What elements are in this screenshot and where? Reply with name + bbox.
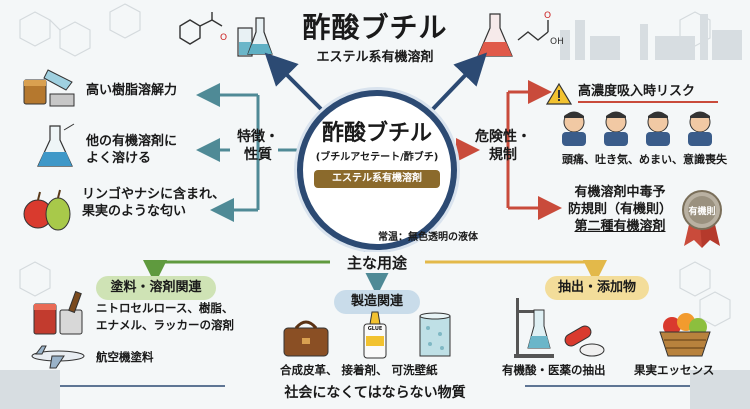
hub-badge: エステル系有機溶剤	[314, 170, 440, 188]
svg-text:O: O	[220, 33, 227, 43]
medicine-extraction-text: 有機酸・医薬の抽出	[502, 363, 606, 377]
regulation-line1: 有機溶剤中毒予	[574, 185, 666, 200]
beakers-icon	[237, 17, 273, 57]
regulation-line3: 第二種有機溶剤	[574, 219, 666, 234]
inhalation-underline	[578, 101, 718, 103]
hub-alias: (ブチルアセテート/酢ブチ)	[315, 152, 439, 163]
glue-tag: GLUE	[367, 326, 383, 332]
flask-icon	[37, 123, 75, 167]
airplane-icon	[31, 345, 85, 369]
paint-cans-icon	[33, 290, 83, 335]
symptom-people-icon	[562, 111, 712, 146]
features-label: 特徴・ 性質	[228, 128, 288, 164]
page-subtitle: エステル系有機溶剤	[316, 50, 434, 65]
paint-solvent-line2: エナメル、ラッカーの溶剤	[96, 318, 234, 332]
molecule-structure-left-icon: O	[179, 12, 227, 45]
risk-label: 危険性・ 規制	[468, 128, 538, 164]
feature-scent-line1: リンゴやナシに含まれ、	[82, 187, 226, 202]
inhalation-risk-title: 高濃度吸入時リスク	[578, 84, 696, 99]
regulation-seal-label: 有機則	[688, 207, 716, 217]
feature-item-scent: リンゴやナシに含まれ、 果実のような匂い	[82, 186, 225, 220]
feature-item-resin: 高い樹脂溶解力	[86, 83, 178, 98]
wallpaper-roll-icon	[419, 312, 451, 357]
risk-label-line1: 危険性・	[475, 129, 531, 145]
risk-label-line2: 規制	[489, 147, 517, 163]
uses-title: 主な用途	[335, 252, 419, 273]
warning-icon	[546, 83, 572, 105]
features-label-line2: 性質	[244, 147, 272, 163]
lab-apparatus-icon	[514, 298, 554, 358]
paint-solvent-desc: ニトロセルロース、樹脂、 エナメル、ラッカーの溶剤	[96, 300, 234, 334]
fruit-icon	[23, 189, 71, 231]
regulation-seal-icon	[682, 190, 722, 248]
manufacturing-products: 合成皮革、 接着剤、 可洗壁紙	[280, 363, 438, 377]
hub-state-note: 常温：無色透明の液体	[378, 232, 478, 243]
regulation-line2: 防規則（有機則）	[567, 202, 672, 217]
extraction-label: 抽出・添加物	[545, 276, 649, 300]
glue-bottle-icon	[363, 311, 387, 359]
paint-can-icon	[23, 69, 75, 107]
feature-scent-line2: 果実のような匂い	[82, 204, 187, 219]
paint-solvent-line1: ニトロセルロース、樹脂、	[96, 301, 234, 315]
fruit-basket-icon	[659, 313, 711, 357]
pills-icon	[564, 325, 605, 357]
feature-solubility-line2: よく溶ける	[86, 151, 152, 166]
svg-text:OH: OH	[550, 37, 564, 47]
svg-text:O: O	[544, 11, 551, 21]
hub-title: 酢酸ブチル	[321, 121, 432, 146]
page-title: 酢酸ブチル	[302, 11, 448, 44]
features-label-line1: 特徴・	[237, 129, 279, 145]
regulation-text: 有機溶剤中毒予 防規則（有機則） 第二種有機溶剤	[560, 184, 680, 235]
feature-item-solubility: 他の有機溶剤に よく溶ける	[86, 133, 177, 167]
paint-solvent-label: 塗料・溶剤関連	[96, 276, 216, 300]
manufacturing-label: 製造関連	[334, 290, 420, 314]
leather-bag-icon	[283, 320, 329, 357]
carboxylic-acid-structure-icon: O OH	[517, 11, 564, 47]
feature-solubility-line1: 他の有機溶剤に	[86, 134, 178, 149]
fruit-essence-text: 果実エッセンス	[634, 363, 715, 377]
footer-tagline: 社会になくてはならない物質	[284, 385, 466, 401]
aircraft-paint-text: 航空機塗料	[96, 350, 154, 364]
symptoms-text: 頭痛、吐き気、めまい、意識喪失	[562, 153, 727, 166]
